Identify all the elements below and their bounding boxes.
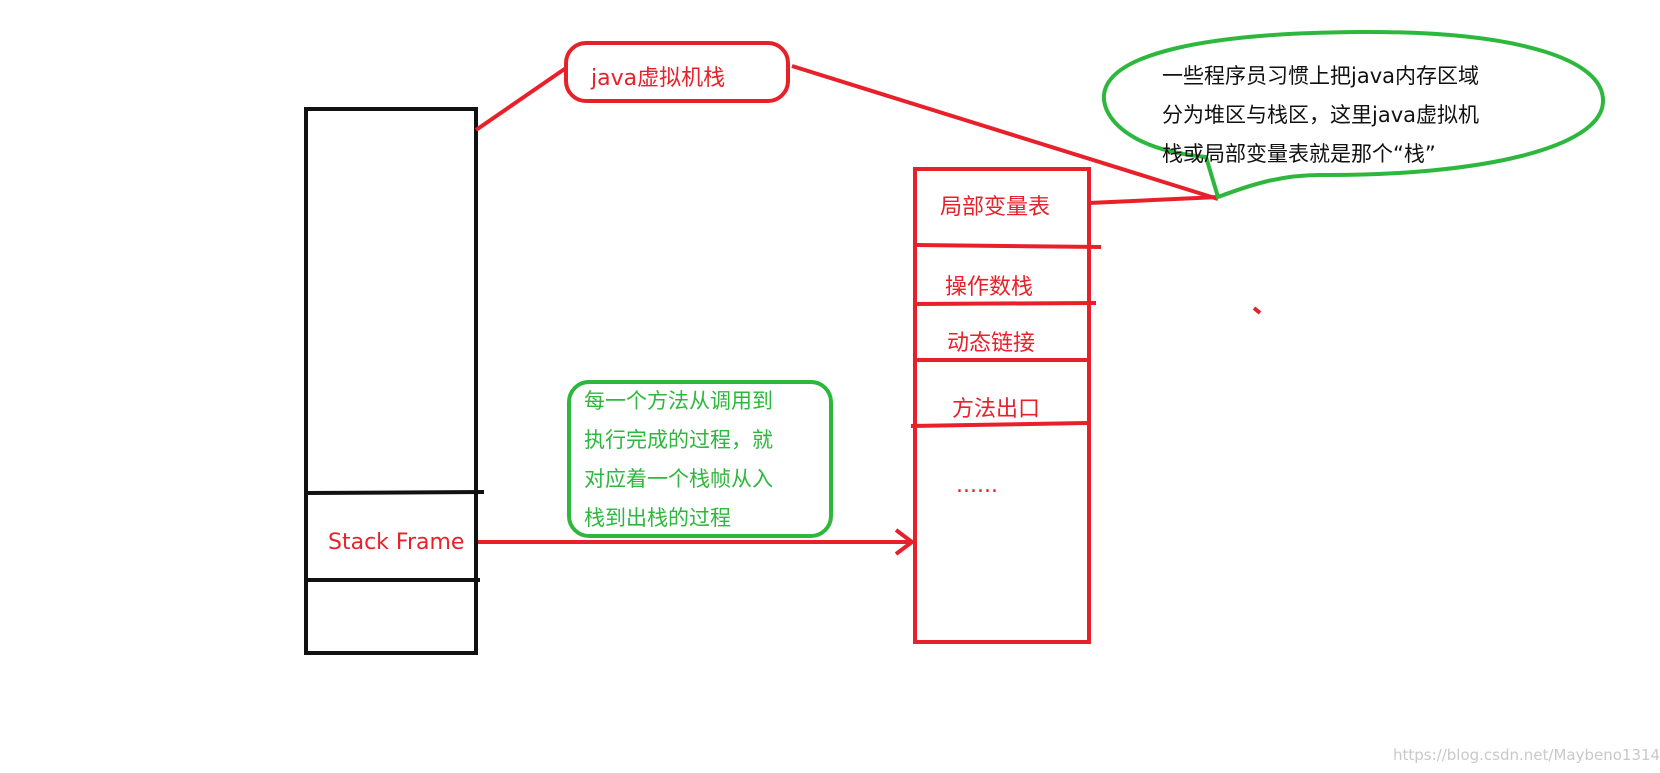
stray-red-mark bbox=[1252, 306, 1262, 315]
method-note-line: 执行完成的过程，就 bbox=[584, 428, 773, 452]
method-note-text: 每一个方法从调用到 执行完成的过程，就 对应着一个栈帧从入 栈到出栈的过程 bbox=[584, 382, 773, 538]
operand-stack-label: 操作数栈 bbox=[945, 275, 1034, 300]
jvm-stack-outline bbox=[304, 107, 478, 655]
divider-method-exit bbox=[910, 421, 1088, 428]
stack-frame-arrowhead bbox=[894, 528, 916, 556]
heap-stack-note-line: 分为堆区与栈区，这里java虚拟机 bbox=[1162, 103, 1479, 127]
jvm-stack-column bbox=[304, 107, 485, 655]
stack-frame-top-divider bbox=[305, 490, 485, 495]
method-note-line: 对应着一个栈帧从入 bbox=[584, 467, 773, 491]
jvm-stack-callout-box bbox=[564, 41, 790, 103]
heap-stack-note-text: 一些程序员习惯上把java内存区域 分为堆区与栈区，这里java虚拟机 栈或局部… bbox=[1162, 57, 1479, 174]
divider-operand-stack bbox=[914, 301, 1097, 306]
method-note-box bbox=[567, 380, 833, 538]
dynamic-link-label: 动态链接 bbox=[947, 331, 1036, 356]
connector-jvm-stack-to-column bbox=[474, 66, 568, 132]
stack-frame-label: Stack Frame bbox=[328, 530, 465, 555]
jvm-stack-label: java虚拟机栈 bbox=[591, 66, 726, 91]
stack-frame-detail bbox=[910, 167, 1102, 644]
connector-local-vars-to-note bbox=[1088, 195, 1219, 205]
divider-local-vars bbox=[914, 243, 1102, 249]
connector-jvm-stack-to-note bbox=[791, 64, 1219, 201]
heap-stack-note-line: 一些程序员习惯上把java内存区域 bbox=[1162, 64, 1479, 88]
heap-stack-note-line: 栈或局部变量表就是那个“栈” bbox=[1162, 142, 1436, 166]
ellipsis-label: ...... bbox=[956, 473, 998, 498]
local-vars-label: 局部变量表 bbox=[940, 195, 1051, 220]
method-note-line: 栈到出栈的过程 bbox=[584, 506, 731, 530]
watermark: https://blog.csdn.net/Maybeno1314 bbox=[1393, 746, 1660, 764]
stack-frame-detail-outline bbox=[913, 167, 1091, 644]
method-exit-label: 方法出口 bbox=[952, 397, 1041, 422]
speech-bubble bbox=[1101, 29, 1606, 200]
method-note-line: 每一个方法从调用到 bbox=[584, 389, 773, 413]
